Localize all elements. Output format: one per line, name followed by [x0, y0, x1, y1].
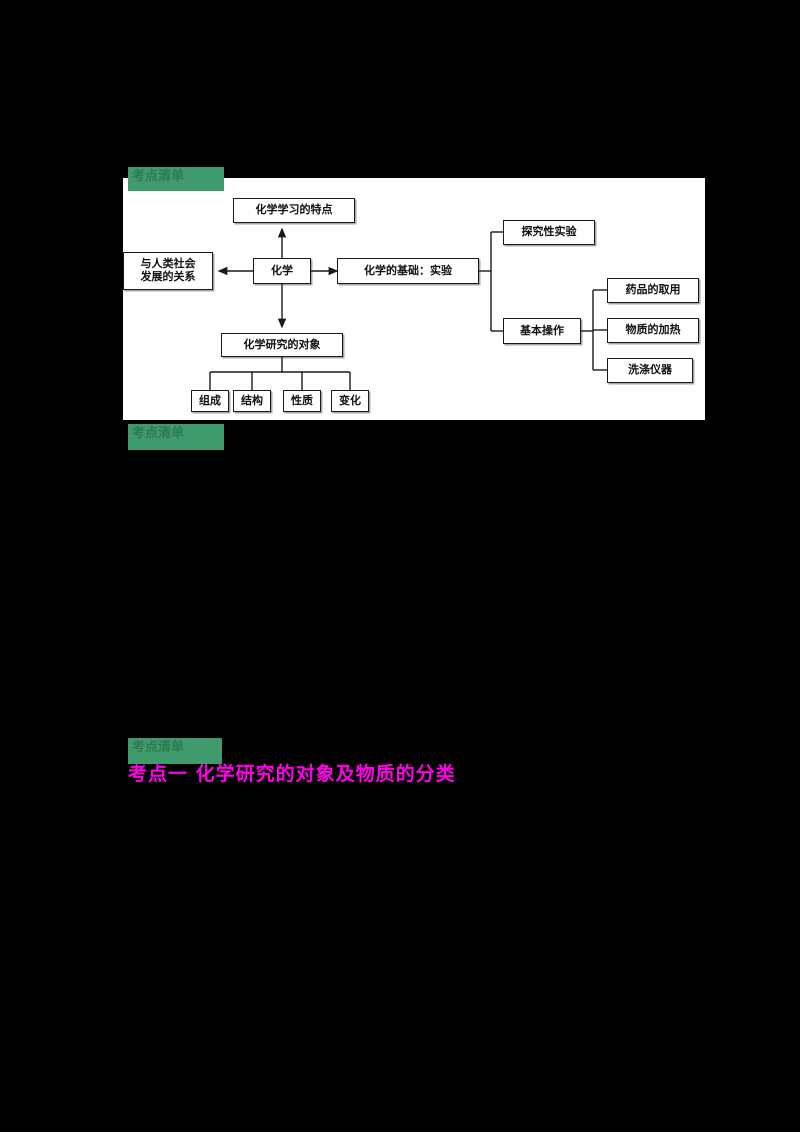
- node-foundation-experiment: 化学的基础：实验: [337, 258, 479, 284]
- node-chemistry-study-features: 化学学习的特点: [233, 198, 355, 223]
- node-property: 性质: [283, 390, 321, 412]
- heading-band-lower: 考点清单: [128, 738, 222, 764]
- section-heading-pink: 考点一 化学研究的对象及物质的分类: [128, 763, 456, 785]
- node-research-object: 化学研究的对象: [221, 333, 343, 357]
- heading-band-top: 考点清单: [128, 167, 224, 191]
- node-substance-heating: 物质的加热: [607, 318, 699, 343]
- node-structure: 结构: [233, 390, 271, 412]
- heading-band-middle: 考点清单: [128, 424, 224, 450]
- node-basic-operations: 基本操作: [503, 318, 581, 344]
- node-inquiry-experiment: 探究性实验: [503, 220, 595, 245]
- diagram-connector-layer: [209, 227, 607, 390]
- node-washing-apparatus: 洗涤仪器: [607, 358, 693, 383]
- node-composition: 组成: [191, 390, 229, 412]
- node-chemistry-hub: 化学: [253, 258, 311, 284]
- node-reagent-handling: 药品的取用: [607, 278, 699, 303]
- node-change: 变化: [331, 390, 369, 412]
- chemistry-knowledge-diagram: 化学学习的特点 与人类社会 发展的关系 化学 化学的基础：实验 化学研究的对象 …: [123, 178, 705, 420]
- node-relation-to-human-society: 与人类社会 发展的关系: [123, 252, 213, 290]
